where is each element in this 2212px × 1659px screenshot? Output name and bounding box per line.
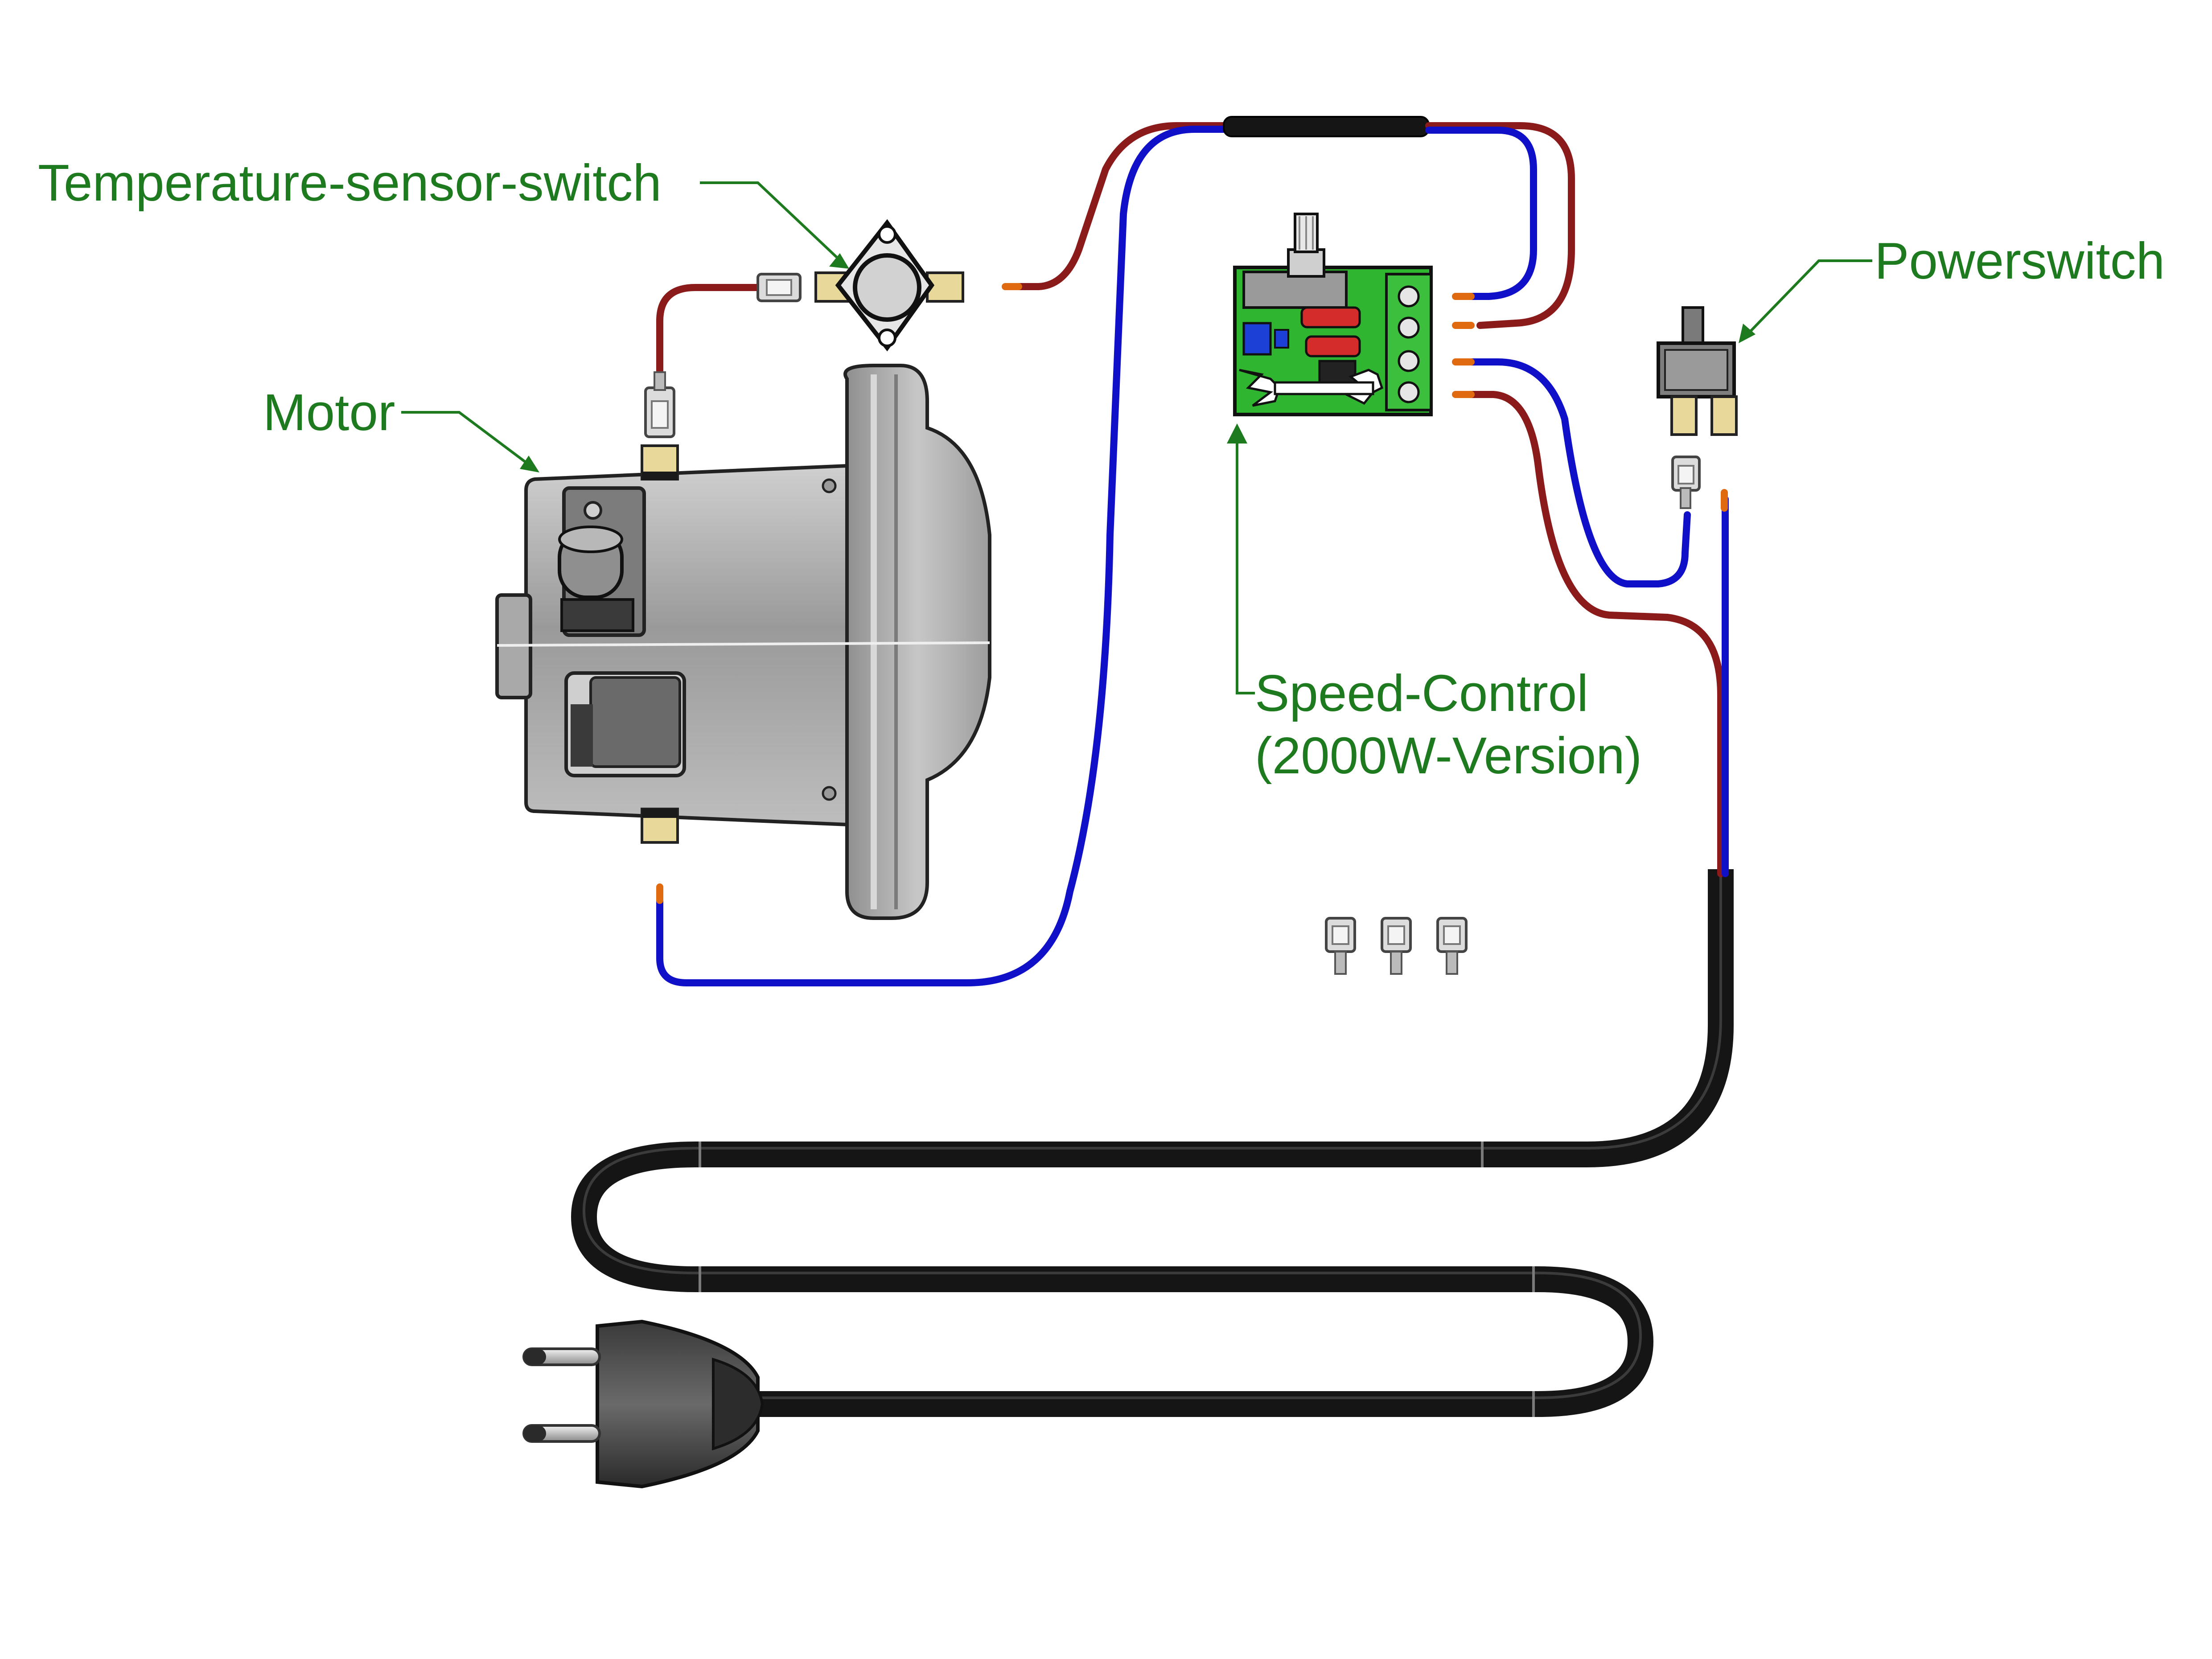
motor-vent-window (564, 671, 686, 777)
speed-control-version-label: (2000W-Version) (1255, 727, 1642, 784)
rocker-switch-icon (1657, 306, 1738, 509)
thermostat-icon (757, 219, 964, 352)
plug-pin-top (522, 1347, 601, 1366)
thermostat-spade-connector (757, 273, 802, 302)
motor-icon (495, 364, 991, 920)
plug-icon (522, 1319, 764, 1489)
mains-cable (571, 863, 1734, 1417)
wires (656, 116, 1729, 986)
spade-connector-icon (1325, 917, 1468, 975)
switch-spade-connector (1671, 456, 1701, 509)
motor-label: Motor (263, 383, 395, 441)
plug-pin-bottom (522, 1424, 601, 1443)
leader-lines (401, 181, 1872, 694)
motor-terminal-top (641, 444, 679, 480)
motor-spade-connector (644, 371, 675, 438)
motor-brush-holder (558, 486, 646, 637)
temperature-switch-label: Temperature-sensor-switch (38, 154, 662, 212)
powerswitch-label: Powerswitch (1875, 232, 2165, 290)
motor-terminal-bottom (641, 808, 679, 844)
speed-control-label: Speed-Control (1255, 664, 1588, 722)
pcb-icon (1233, 213, 1433, 416)
wire-tips (656, 283, 1728, 904)
leader-arrowheads (520, 253, 1756, 472)
heat-shrink-sleeve (1223, 116, 1430, 137)
